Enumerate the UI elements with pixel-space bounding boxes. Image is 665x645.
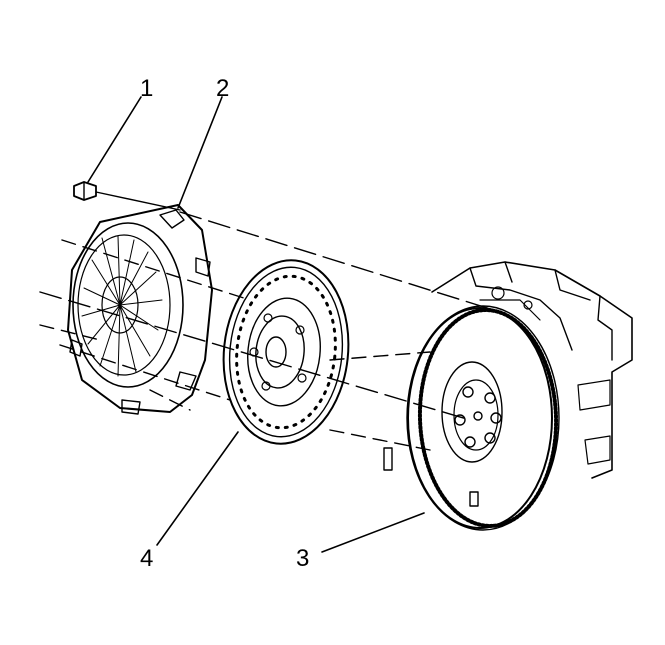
leader-lines [87,96,425,553]
clutch-disc [222,259,350,445]
leader-line-3 [321,512,425,553]
alignment-lines [39,191,501,451]
callout-2: 2 [216,75,229,102]
callout-3: 3 [296,545,309,572]
leader-line-4 [156,431,239,546]
callout-4: 4 [140,545,153,572]
bolt [73,181,97,201]
leader-line-2 [177,96,223,209]
flywheel [383,305,560,531]
callout-1: 1 [140,75,153,102]
engine-block [431,261,633,479]
pressure-plate [67,204,213,415]
leader-line-1 [87,96,142,183]
